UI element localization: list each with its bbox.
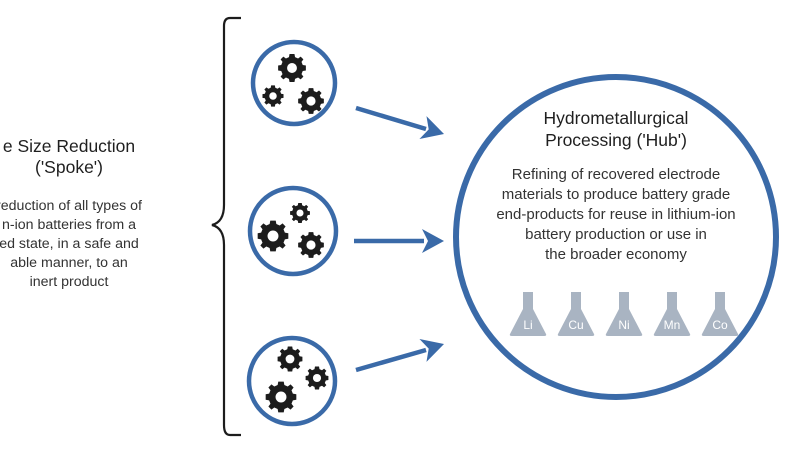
spoke-title: e Size Reduction ('Spoke') <box>0 136 200 178</box>
hub-title: Hydrometallurgical Processing ('Hub') <box>478 107 754 151</box>
flask-body <box>509 292 547 336</box>
hub-text-block: Hydrometallurgical Processing ('Hub') Re… <box>478 107 754 265</box>
hub-title-line2: Processing ('Hub') <box>545 130 687 150</box>
arrow-icon <box>355 332 448 373</box>
hub-description: Refining of recovered electrode material… <box>478 165 754 265</box>
flask-label: Co <box>712 318 728 332</box>
flask-icon: Cu <box>557 292 595 336</box>
spoke-title-line2: ('Spoke') <box>35 157 103 177</box>
hub-desc-line: the broader economy <box>545 246 687 263</box>
flask-icon: Ni <box>605 292 643 336</box>
spoke-title-line1: e Size Reduction <box>2 136 136 156</box>
spoke-desc-line: n-ion batteries from a <box>1 217 137 233</box>
spoke-desc-line: inert product <box>29 274 109 290</box>
flask-label: Li <box>523 318 532 332</box>
flask-body <box>653 292 691 336</box>
spoke-desc-line: ed state, in a safe and <box>0 236 139 252</box>
gears-icon <box>247 185 339 277</box>
arrow-icon <box>355 105 448 146</box>
flask-body <box>605 292 643 336</box>
flask-label: Ni <box>618 318 629 332</box>
flask-body <box>557 292 595 336</box>
brace-icon <box>211 16 241 437</box>
flask-label: Mn <box>664 318 681 332</box>
flask-icon: Co <box>701 292 739 336</box>
hub-title-line1: Hydrometallurgical <box>543 108 689 128</box>
gears-icon <box>250 39 338 127</box>
spoke-desc-line: able manner, to an <box>10 255 128 271</box>
hub-desc-line: end-products for reuse in lithium-ion <box>496 206 736 223</box>
hub-desc-line: Refining of recovered electrode <box>511 166 721 183</box>
gears-icon <box>246 335 338 427</box>
spoke-description: reduction of all types of n-ion batterie… <box>0 197 200 292</box>
flask-body <box>701 292 739 336</box>
arrow-icon <box>354 229 444 253</box>
spoke-desc-line: reduction of all types of <box>0 198 142 214</box>
hub-desc-line: battery production or use in <box>525 226 707 243</box>
flask-icon: Li <box>509 292 547 336</box>
flask-row: Li Cu Ni Mn Co <box>509 292 739 336</box>
flask-label: Cu <box>568 318 583 332</box>
hub-desc-line: materials to produce battery grade <box>501 186 731 203</box>
flask-icon: Mn <box>653 292 691 336</box>
